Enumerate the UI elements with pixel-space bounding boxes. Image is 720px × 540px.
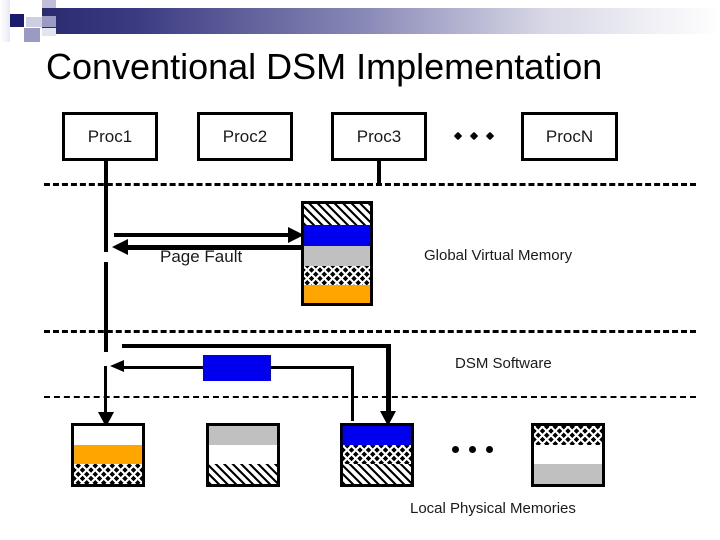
dsm-right-drop	[351, 366, 354, 421]
header-square-mid-c	[42, 16, 56, 27]
local-memory-3[interactable]	[340, 423, 414, 487]
process-label: Proc1	[87, 126, 133, 146]
local1-segment-white	[74, 426, 142, 445]
gvm-segment-blue	[304, 224, 370, 247]
page-fault-reply-line	[128, 245, 304, 250]
gvm-segment-hatch	[304, 204, 370, 225]
local2-segment-gray	[209, 426, 277, 445]
process-label: Proc3	[356, 126, 402, 146]
layer-label-global-virtual-memory: Global Virtual Memory	[424, 247, 573, 264]
process-label: ProcN	[545, 126, 594, 146]
header-square-light-b	[26, 0, 42, 10]
separator-gvm-dsm	[44, 330, 696, 333]
process-box-proc1[interactable]: Proc1	[62, 112, 158, 161]
local-memory-2[interactable]	[206, 423, 280, 487]
local3-segment-hatch	[343, 464, 411, 484]
dsm-return-arrowhead	[110, 360, 124, 372]
separator-dsm-local	[44, 396, 696, 398]
ellipsis-dot	[469, 131, 479, 141]
page-title: Conventional DSM Implementation	[46, 46, 603, 87]
ellipsis-dot	[486, 446, 493, 453]
proc3-trunk-dsm-vertical	[386, 344, 391, 416]
local1-segment-crosshatch	[74, 464, 142, 484]
ellipsis-dot	[453, 131, 463, 141]
dsm-top-bus	[122, 344, 390, 348]
local2-segment-white	[209, 445, 277, 464]
local-memory-n[interactable]	[531, 423, 605, 487]
layer-label-local-physical-memories: Local Physical Memories	[410, 500, 576, 517]
ellipsis-dot	[469, 446, 476, 453]
local2-segment-hatch	[209, 464, 277, 484]
process-label: Proc2	[222, 126, 268, 146]
localn-segment-white	[534, 445, 602, 464]
process-box-proc3[interactable]: Proc3	[331, 112, 427, 161]
dsm-page-block[interactable]	[203, 355, 271, 381]
separator-proc-gvm	[44, 183, 696, 186]
header-square-mid-a	[42, 0, 56, 8]
proc3-trunk-upper	[377, 160, 381, 184]
gvm-segment-gray	[304, 246, 370, 267]
ellipsis-dot	[452, 446, 459, 453]
layer-label-dsm-software: DSM Software	[455, 355, 552, 372]
gvm-segment-crosshatch	[304, 266, 370, 286]
header-square-mid-d	[24, 28, 40, 42]
header-gradient-bar	[42, 8, 720, 34]
ellipsis-dot	[485, 131, 495, 141]
localn-segment-crosshatch	[534, 426, 602, 445]
local-memory-ellipsis	[452, 446, 493, 453]
gvm-segment-orange	[304, 285, 370, 304]
page-fault-label: Page Fault	[160, 247, 243, 266]
process-box-procn[interactable]: ProcN	[521, 112, 618, 161]
local3-segment-blue	[343, 426, 411, 445]
header-square-mid-b	[26, 17, 42, 27]
local-memory-1[interactable]	[71, 423, 145, 487]
page-fault-reply-arrowhead	[112, 239, 128, 255]
process-box-proc2[interactable]: Proc2	[197, 112, 293, 161]
header-square-dark	[10, 14, 24, 27]
proc1-trunk-upper	[104, 160, 108, 252]
proc1-trunk-dsm	[104, 366, 107, 417]
header-square-mid-e	[42, 28, 56, 36]
localn-segment-gray	[534, 464, 602, 484]
page-fault-request-arrowhead	[288, 227, 304, 243]
global-virtual-memory-stack[interactable]	[301, 201, 373, 306]
process-ellipsis	[453, 131, 495, 141]
header-decoration	[0, 0, 720, 42]
proc3-to-local-arrowhead	[380, 411, 396, 426]
page-fault-request-line	[114, 233, 292, 237]
proc1-trunk-lower	[104, 262, 108, 352]
local1-segment-orange	[74, 445, 142, 464]
local3-segment-crosshatch	[343, 445, 411, 464]
header-square-light-a	[0, 0, 10, 42]
